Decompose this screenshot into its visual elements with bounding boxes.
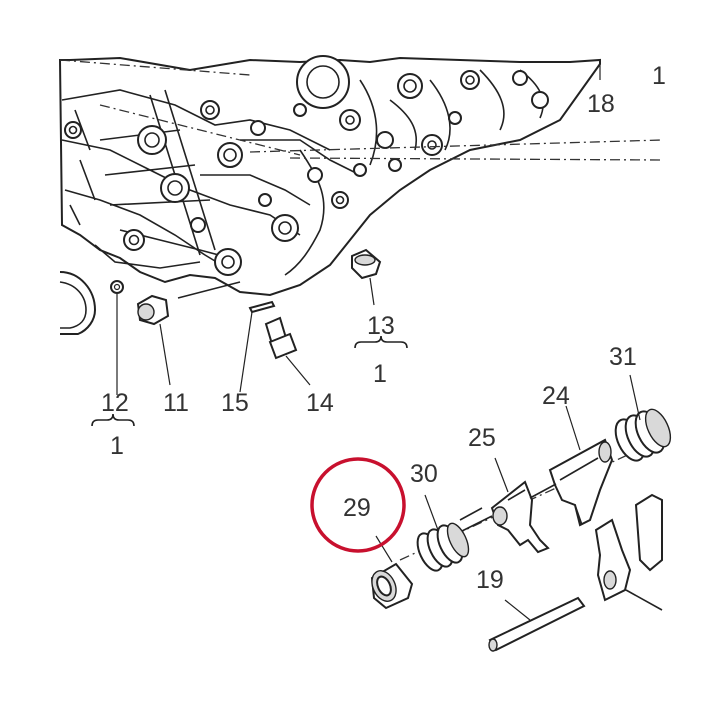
selector-rod (459, 515, 493, 533)
callout-11: 11 (163, 389, 189, 417)
dowel-line (177, 281, 241, 299)
callout-19: 19 (476, 566, 504, 594)
callout-13-quantity: 1 (373, 360, 387, 388)
callout-31: 31 (609, 343, 637, 371)
crankcase-illustration (58, 55, 663, 297)
part-13-plug (351, 248, 382, 306)
highlight-circle (310, 457, 406, 553)
part-15-washer (239, 300, 276, 393)
part-29-bushing (370, 535, 414, 610)
callout-12-quantity: 1 (110, 432, 124, 460)
callout-29: 29 (343, 494, 371, 522)
callout-24: 24 (542, 382, 570, 410)
part-31-spring (614, 374, 672, 462)
part-19-pin (488, 596, 586, 652)
brace-12 (91, 413, 135, 427)
lower-shift-fork (594, 493, 663, 611)
callout-13: 13 (367, 312, 395, 340)
callout-14: 14 (306, 389, 334, 417)
part-11-bushing (136, 294, 171, 386)
oil-seal (59, 271, 97, 335)
crankcase-holes (64, 55, 549, 276)
part-14-bolt (264, 316, 311, 386)
callout-30: 30 (410, 460, 438, 488)
callout-12: 12 (101, 389, 129, 417)
part-30-spring (416, 494, 483, 572)
part-12-ring (110, 280, 124, 395)
selector-rod-2 (529, 483, 557, 499)
part-25-shift-fork (490, 457, 550, 554)
part-24-shift-fork (548, 405, 614, 527)
callout-25: 25 (468, 424, 496, 452)
callout-15: 15 (221, 389, 249, 417)
callout-18: 18 (587, 90, 615, 118)
brace-13 (354, 335, 408, 349)
callout-1-top: 1 (652, 62, 666, 90)
